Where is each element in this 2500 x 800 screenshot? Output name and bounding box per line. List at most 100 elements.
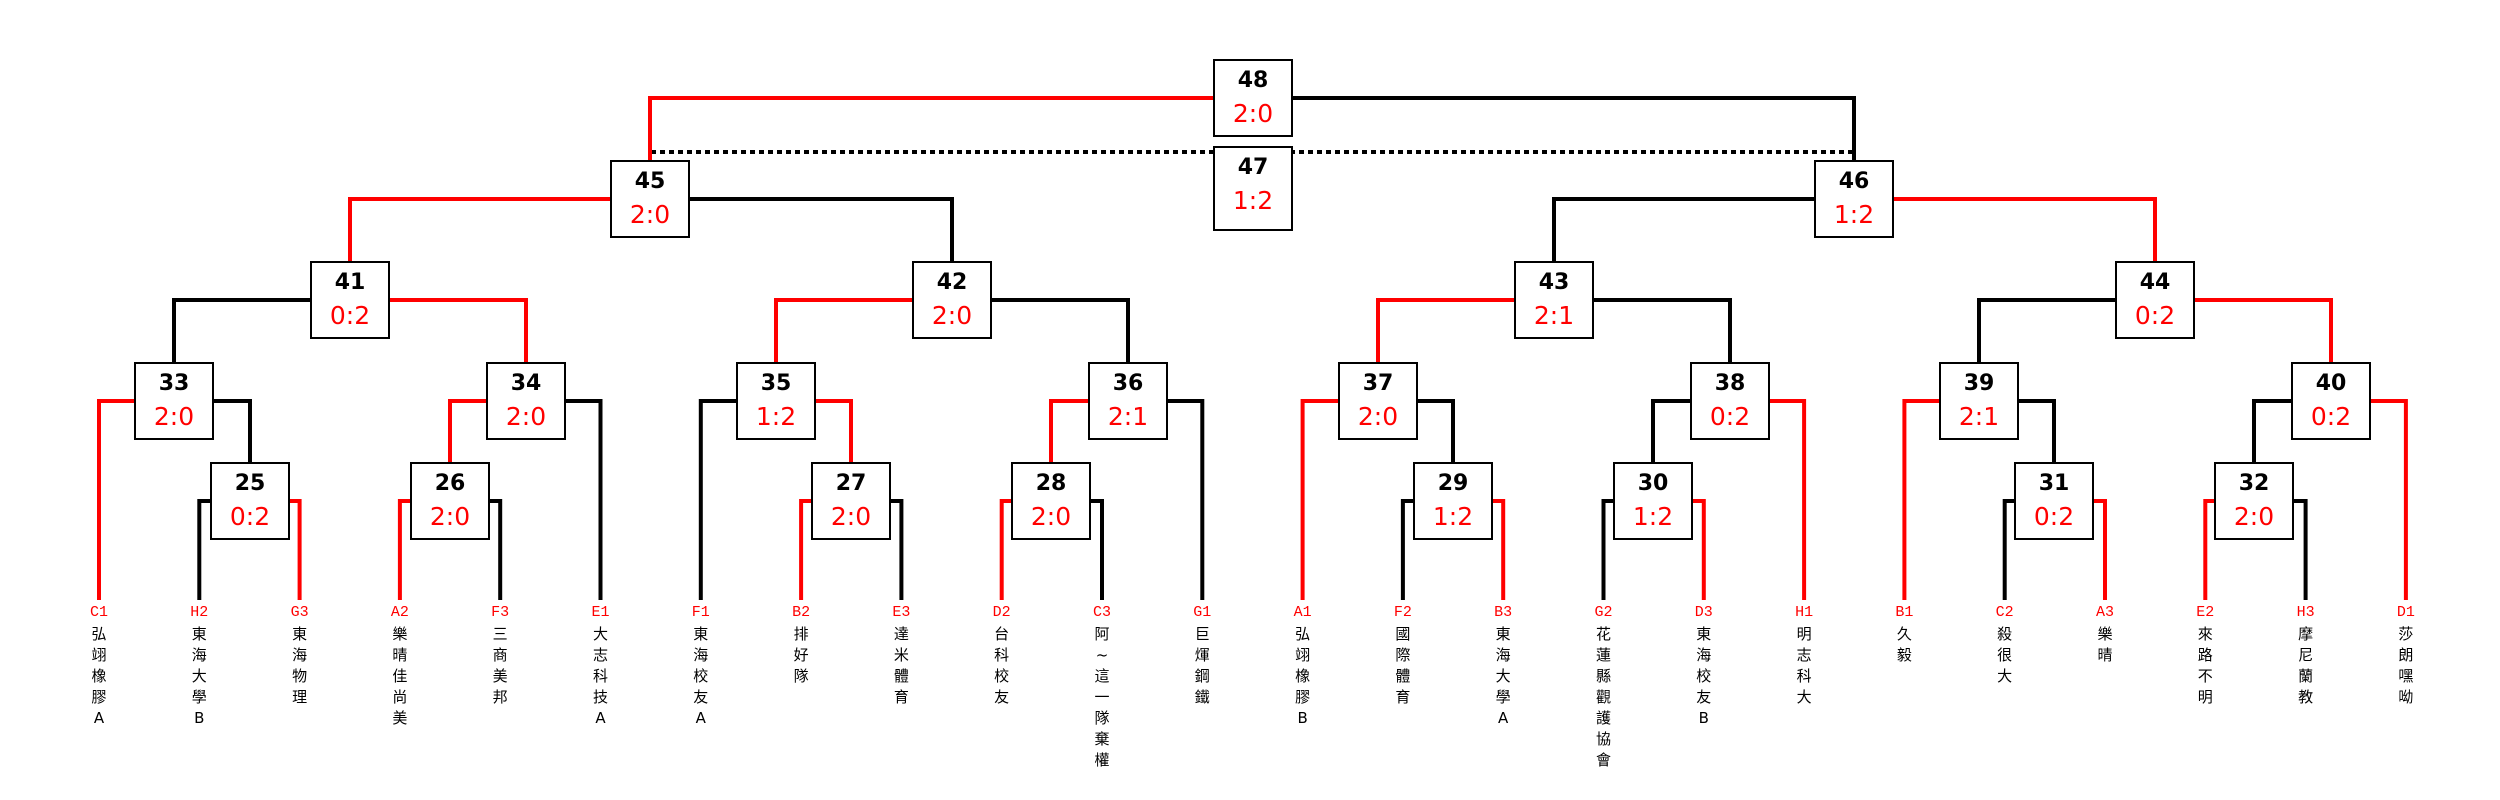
connector-39-left	[1902, 399, 1939, 600]
team-name: 阿~這一隊棄權	[1094, 625, 1110, 769]
connector-46-left	[1552, 197, 1814, 261]
connector-31-left	[2002, 499, 2014, 600]
match-score: 1:2	[1432, 502, 1474, 531]
team-name: 巨煇鋼鐵	[1194, 625, 1210, 706]
connector-38-left	[1651, 399, 1690, 462]
connector-36-left	[1049, 399, 1088, 462]
match-score: 1:2	[1632, 502, 1674, 531]
team-seed-code: G3	[290, 604, 309, 621]
connector-38-right	[1770, 399, 1807, 600]
connector-45-right	[690, 197, 954, 261]
match-score: 1:2	[1232, 186, 1274, 215]
connector-41-left	[172, 298, 310, 362]
team-entry: C3 阿~這一隊棄權	[1082, 604, 1122, 771]
team-seed-code: B3	[1494, 604, 1513, 621]
team-seed-code: F1	[691, 604, 710, 621]
connector-37-left	[1300, 399, 1338, 600]
match-number: 48	[1237, 68, 1269, 93]
connector-35-left	[698, 399, 736, 600]
connector-42-left	[774, 298, 912, 362]
connector-27-left	[799, 499, 811, 600]
connector-33-right	[214, 399, 252, 462]
connector-43-left	[1376, 298, 1514, 362]
team-entry: G3 東海物理	[280, 604, 320, 708]
team-name: 來路不明	[2197, 625, 2213, 706]
match-number: 29	[1437, 471, 1469, 496]
connector-35-right	[816, 399, 853, 462]
team-name: 東海物理	[292, 625, 308, 706]
connector-44-left	[1977, 298, 2115, 362]
team-seed-code: E1	[591, 604, 610, 621]
match-score: 2:0	[153, 402, 195, 431]
match-number: 45	[634, 169, 666, 194]
team-seed-code: C3	[1092, 604, 1111, 621]
match-number: 32	[2238, 471, 2270, 496]
connector-30-left	[1601, 499, 1613, 600]
match-score: 2:0	[1232, 99, 1274, 128]
match-number: 30	[1637, 471, 1669, 496]
team-seed-code: D2	[992, 604, 1011, 621]
connector-29-right	[1493, 499, 1506, 600]
match-score: 1:2	[755, 402, 797, 431]
team-seed-code: H1	[1795, 604, 1814, 621]
connector-46-right	[1894, 197, 2157, 261]
match-score: 2:0	[429, 502, 471, 531]
team-name: 東海大學A	[1495, 625, 1511, 727]
team-name: 台科校友	[994, 625, 1010, 706]
connector-41-right	[390, 298, 528, 362]
team-name: 東海校友B	[1696, 625, 1712, 727]
match-number: 25	[234, 471, 266, 496]
match-score: 0:2	[1709, 402, 1751, 431]
team-name: 東海大學B	[191, 625, 207, 727]
match-score: 2:0	[1357, 402, 1399, 431]
team-seed-code: G2	[1594, 604, 1613, 621]
match-score: 2:0	[2233, 502, 2275, 531]
match-score: 2:0	[1030, 502, 1072, 531]
team-seed-code: D1	[2396, 604, 2415, 621]
connector-42-right	[992, 298, 1130, 362]
connector-48-right	[1293, 96, 1856, 160]
match-number: 26	[434, 471, 466, 496]
team-name: 明志科大	[1796, 625, 1812, 706]
match-number: 36	[1112, 371, 1144, 396]
match-number: 44	[2139, 270, 2171, 295]
connector-28-right	[1091, 499, 1104, 600]
match-number: 33	[158, 371, 190, 396]
connector-30-right	[1693, 499, 1706, 600]
match-number: 42	[936, 270, 968, 295]
team-name: 樂晴	[2097, 625, 2113, 664]
match-score: 2:0	[505, 402, 547, 431]
connector-27-right	[891, 499, 904, 600]
match-score: 2:0	[629, 200, 671, 229]
team-entry: H1 明志科大	[1784, 604, 1824, 708]
team-seed-code: H3	[2296, 604, 2315, 621]
match-score: 0:2	[229, 502, 271, 531]
connector-25-right	[290, 499, 302, 600]
match-score: 0:2	[2033, 502, 2075, 531]
connector-29-left	[1400, 499, 1413, 600]
connector-37-right	[1418, 399, 1455, 462]
team-name: 弘翊橡膠A	[91, 625, 107, 727]
